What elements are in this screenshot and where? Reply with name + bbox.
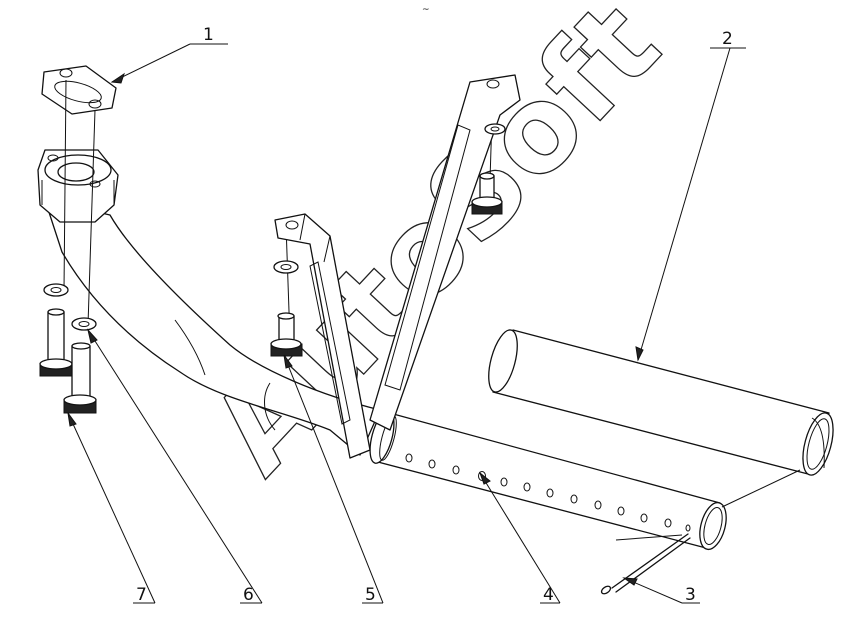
part-1-gasket: [41, 65, 117, 115]
part-4-exhaust-pipe: [44, 199, 727, 551]
pipe-flange: [37, 149, 119, 223]
callout-1: 1: [203, 25, 214, 45]
callout-5: 5: [365, 585, 376, 605]
top-mark: ~: [422, 5, 430, 15]
part-3-pin: [600, 533, 691, 595]
callout-6: 6: [243, 585, 254, 605]
part-5-bracket-long: [369, 74, 521, 431]
callout-4: 4: [543, 585, 554, 605]
callout-2: 2: [722, 29, 733, 49]
pipe-perforations: [405, 453, 691, 532]
leader-lines: [67, 43, 801, 604]
callout-7: 7: [136, 585, 147, 605]
callout-labels: 1 2 3 4 5 6 7: [136, 25, 733, 605]
part-7-bolts: [39, 172, 503, 414]
part-5-bracket-short: [274, 213, 371, 459]
part-6-washers: [43, 123, 506, 331]
callout-3: 3: [685, 585, 696, 605]
part-2-tube: [488, 329, 834, 476]
